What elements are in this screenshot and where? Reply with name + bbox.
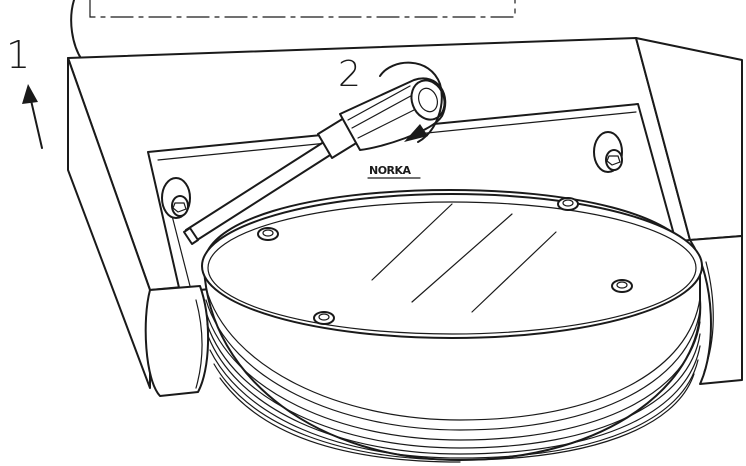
bracket-screw-right <box>593 131 623 173</box>
glass-lens <box>201 193 703 339</box>
logo-text: NORKA <box>369 164 412 177</box>
left-hinge <box>144 285 210 397</box>
lens-screw-3 <box>313 311 335 325</box>
arrow-up-icon <box>22 84 43 149</box>
lens-screw-2 <box>557 197 579 211</box>
lens-screw-4 <box>611 279 633 293</box>
bracket-screw-left <box>161 177 191 219</box>
screwdriver <box>183 77 447 245</box>
step-1-label: 1 <box>6 33 30 77</box>
upper-fixture <box>70 0 516 61</box>
lens-screw-1 <box>257 227 279 241</box>
brand-logo: NORKA <box>367 162 421 179</box>
step-2-label: 2 <box>338 54 361 95</box>
rotate-counterclockwise-icon <box>379 61 443 143</box>
